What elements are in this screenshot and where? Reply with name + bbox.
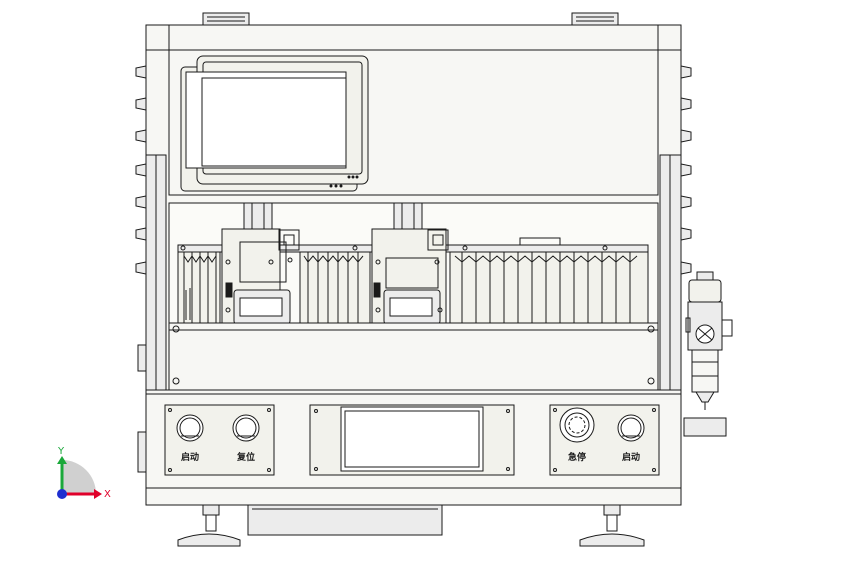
left-vent-fins xyxy=(135,65,147,473)
emergency-stop-button[interactable] xyxy=(559,407,595,443)
triad-y-label: Y xyxy=(57,446,65,457)
start-button-left-label: 启动 xyxy=(181,451,199,463)
panel-display-window xyxy=(340,406,484,472)
coordinate-triad: X Y xyxy=(57,446,111,500)
bellows-cover-middle xyxy=(299,251,371,325)
bottom-drawer xyxy=(247,504,443,536)
triad-x-label: X xyxy=(104,489,111,500)
start-button-right[interactable] xyxy=(617,414,645,442)
start-button-left[interactable] xyxy=(176,414,204,442)
emergency-stop-label: 急停 xyxy=(568,451,586,463)
right-vent-fins xyxy=(680,65,692,275)
hmi-touchscreen xyxy=(180,55,369,192)
top-handle-right xyxy=(571,12,619,26)
start-button-right-label: 启动 xyxy=(622,451,640,463)
bellows-cover-right xyxy=(449,251,649,325)
spindle-module-right xyxy=(371,202,449,326)
triad-z-origin xyxy=(57,489,67,499)
work-area xyxy=(168,202,659,326)
leveling-foot-right xyxy=(579,504,645,547)
spindle-module-left xyxy=(221,202,300,326)
lower-cover-plate xyxy=(168,322,659,391)
top-handle-left xyxy=(202,12,250,26)
bellows-cover-left xyxy=(177,251,221,325)
reset-button-label: 复位 xyxy=(236,451,255,463)
triad-x-arrowhead xyxy=(94,489,102,499)
triad-y-arrowhead xyxy=(57,456,67,464)
reset-button[interactable] xyxy=(232,414,260,442)
leveling-foot-left xyxy=(177,504,241,547)
control-box-left xyxy=(164,404,275,476)
air-filter-regulator xyxy=(683,271,733,437)
